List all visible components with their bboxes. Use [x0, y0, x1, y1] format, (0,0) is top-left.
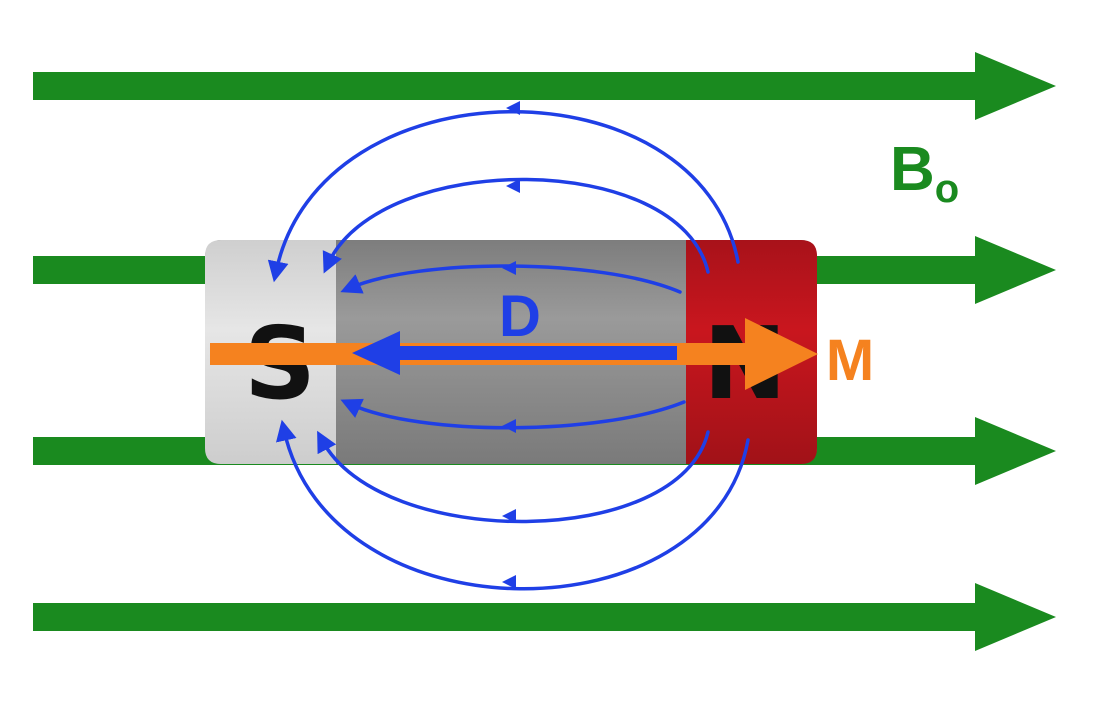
external-field-arrow-1 [33, 52, 1056, 120]
demagnetizing-field-arrow [352, 331, 677, 375]
field-line-inside-top-arrow [502, 261, 516, 275]
field-line-top-inner-arrow [506, 179, 520, 193]
demagnetizing-field-label: D [499, 284, 541, 349]
field-line-inside-bottom-arrow [502, 419, 516, 433]
field-line-top-outer [267, 110, 740, 283]
field-line-top-inner [322, 177, 710, 274]
field-line-bottom-outer-arrow [502, 575, 516, 589]
field-line-bottom-inner-arrow [502, 509, 516, 523]
field-line-bottom-inner [317, 430, 710, 524]
magnetization-label: M [826, 328, 874, 393]
external-field-arrow-4 [33, 583, 1056, 651]
field-line-bottom-outer [276, 419, 750, 591]
magnet-field-lines [267, 101, 750, 591]
external-field-label: Bo [890, 135, 959, 211]
field-line-top-outer-arrow [506, 101, 520, 115]
